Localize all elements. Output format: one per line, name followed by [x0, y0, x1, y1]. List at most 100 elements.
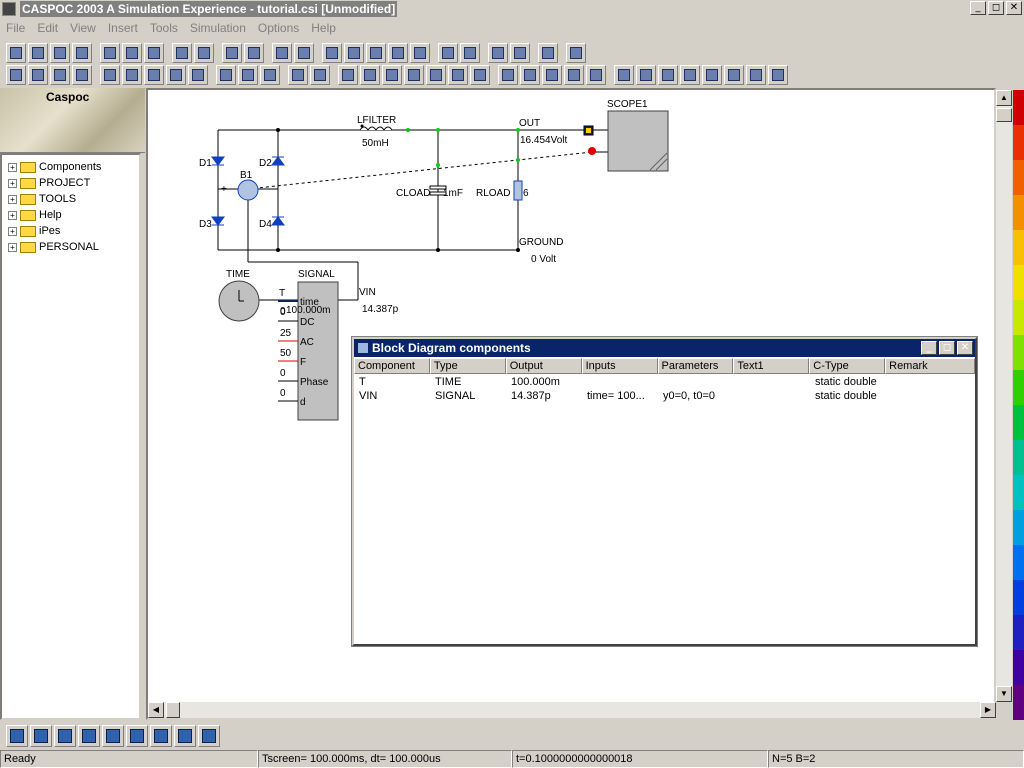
table-row[interactable]: T TIME 100.000m static double	[354, 375, 962, 389]
import-icon[interactable]	[510, 43, 530, 63]
cut-icon[interactable]	[100, 43, 120, 63]
arrow-icon[interactable]	[382, 65, 402, 85]
redo-icon[interactable]	[194, 43, 214, 63]
app-icon[interactable]	[2, 2, 16, 16]
palette-swatch[interactable]	[1013, 580, 1024, 615]
palette-swatch[interactable]	[1013, 440, 1024, 475]
expand-icon[interactable]: +	[8, 178, 17, 188]
clock-icon[interactable]	[542, 65, 562, 85]
folder-icon[interactable]	[174, 725, 196, 747]
crosshair-icon[interactable]	[498, 65, 518, 85]
table-icon[interactable]	[768, 65, 788, 85]
chip-icon[interactable]	[702, 65, 722, 85]
connect-icon[interactable]	[438, 43, 458, 63]
scroll-left-icon[interactable]: ◀	[148, 702, 164, 718]
palette-swatch[interactable]	[1013, 160, 1024, 195]
resistor-icon[interactable]	[122, 65, 142, 85]
palette-swatch[interactable]	[1013, 615, 1024, 650]
palette-swatch[interactable]	[1013, 685, 1024, 720]
chip2-icon[interactable]	[724, 65, 744, 85]
diode-icon[interactable]	[144, 65, 164, 85]
tree-item-help[interactable]: +Help	[8, 207, 62, 223]
expand-icon[interactable]: +	[8, 210, 17, 220]
probe2-icon[interactable]	[288, 65, 308, 85]
close-button[interactable]: ✕	[957, 341, 973, 355]
palette-swatch[interactable]	[1013, 475, 1024, 510]
rotate-icon[interactable]	[636, 65, 656, 85]
tree-icon[interactable]	[538, 43, 558, 63]
menu-options[interactable]: Options	[257, 21, 300, 35]
line-icon[interactable]	[294, 43, 314, 63]
zoom-fit-icon[interactable]	[28, 65, 48, 85]
node-icon[interactable]	[338, 65, 358, 85]
palette-swatch[interactable]	[1013, 650, 1024, 685]
paste-icon[interactable]	[144, 43, 164, 63]
block-icon[interactable]	[426, 65, 446, 85]
diode-d4[interactable]	[271, 216, 285, 226]
hand-icon[interactable]	[322, 43, 342, 63]
column-output[interactable]: Output	[505, 358, 582, 374]
palette-swatch[interactable]	[1013, 335, 1024, 370]
menu-tools[interactable]: Tools	[149, 21, 178, 35]
print-icon[interactable]	[72, 43, 92, 63]
export-icon[interactable]	[488, 43, 508, 63]
minimize-button[interactable]: _	[970, 1, 986, 15]
palette-swatch[interactable]	[1013, 510, 1024, 545]
transformer-icon[interactable]	[166, 65, 186, 85]
maximize-button[interactable]: ◻	[988, 1, 1004, 15]
tree-item-project[interactable]: +PROJECT	[8, 175, 90, 191]
zoom100-icon[interactable]	[6, 65, 26, 85]
window2-icon[interactable]	[126, 725, 148, 747]
column-remark[interactable]: Remark	[885, 358, 975, 374]
menu-help[interactable]: Help	[311, 21, 336, 35]
scroll-thumb[interactable]	[996, 108, 1012, 122]
color-icon[interactable]	[564, 65, 584, 85]
tree-item-tools[interactable]: +TOOLS	[8, 191, 76, 207]
image-icon[interactable]	[150, 725, 172, 747]
list-icon[interactable]	[366, 43, 386, 63]
undo-icon[interactable]	[172, 43, 192, 63]
tree-view-icon[interactable]	[30, 725, 52, 747]
open-icon[interactable]	[28, 43, 48, 63]
palette-swatch[interactable]	[1013, 405, 1024, 440]
text-icon[interactable]	[310, 65, 330, 85]
column-text1[interactable]: Text1	[733, 358, 810, 374]
column-ctype[interactable]: C-Type	[809, 358, 886, 374]
scroll-thumb[interactable]	[166, 702, 180, 718]
palette-swatch[interactable]	[1013, 125, 1024, 160]
palette-swatch[interactable]	[1013, 265, 1024, 300]
minimize-button[interactable]: _	[921, 341, 937, 355]
horizontal-scrollbar[interactable]: ◀ ▶	[148, 702, 996, 718]
palette-swatch[interactable]	[1013, 370, 1024, 405]
help-icon[interactable]	[566, 43, 586, 63]
scope-block[interactable]	[607, 110, 669, 172]
source-b1[interactable]	[237, 179, 259, 201]
diode-d2[interactable]	[271, 156, 285, 166]
column-component[interactable]: Component	[354, 358, 430, 374]
expand-icon[interactable]: +	[8, 162, 17, 172]
menu-edit[interactable]: Edit	[37, 21, 59, 35]
menu-view[interactable]: View	[70, 21, 96, 35]
list3-icon[interactable]	[410, 43, 430, 63]
palette-swatch[interactable]	[1013, 300, 1024, 335]
column-parameters[interactable]: Parameters	[657, 358, 734, 374]
window-icon[interactable]	[102, 725, 124, 747]
expand-icon[interactable]: +	[8, 242, 17, 252]
run-icon[interactable]	[222, 43, 242, 63]
expand-icon[interactable]: +	[8, 194, 17, 204]
refresh-icon[interactable]	[78, 725, 100, 747]
globe-icon[interactable]	[216, 65, 236, 85]
height-icon[interactable]	[72, 65, 92, 85]
table-row[interactable]: VIN SIGNAL 14.387p time= 100... y0=0, t0…	[354, 389, 962, 403]
menu-simulation[interactable]: Simulation	[189, 21, 246, 35]
palette-swatch[interactable]	[1013, 545, 1024, 580]
project-tree[interactable]: +Components +PROJECT +TOOLS +Help +iPes …	[0, 153, 141, 720]
palette-swatch[interactable]	[1013, 230, 1024, 265]
scroll-up-icon[interactable]: ▲	[996, 90, 1012, 106]
wire-icon[interactable]	[272, 43, 292, 63]
schematic-svg[interactable]: LFILTER 50mH OUT 16.454Volt SCOPE1 D1 D2…	[148, 90, 994, 702]
probe-icon[interactable]	[344, 43, 364, 63]
components-icon[interactable]	[6, 725, 28, 747]
chip-view-icon[interactable]	[54, 725, 76, 747]
angle-icon[interactable]	[470, 65, 490, 85]
